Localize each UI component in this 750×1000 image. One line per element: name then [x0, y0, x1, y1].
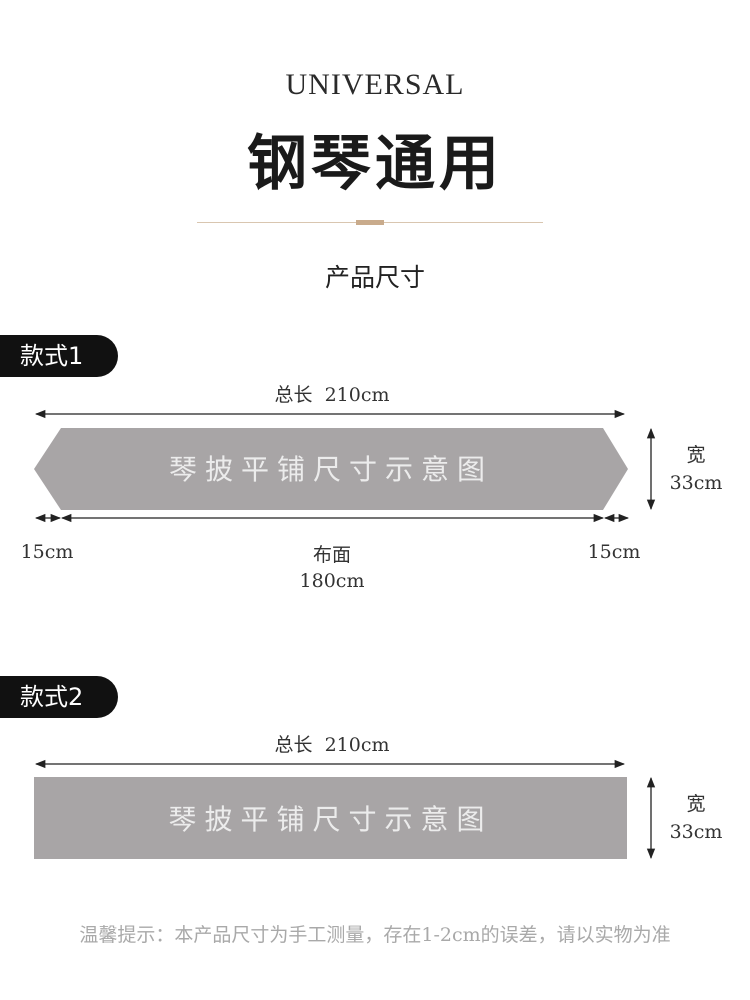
style2-width-label: 宽 — [686, 793, 706, 815]
style1-total-value: 210cm — [324, 384, 390, 406]
style1-center-value: 180cm — [299, 570, 365, 592]
style2-width-value: 33cm — [669, 821, 723, 843]
style2-total-value: 210cm — [324, 734, 390, 756]
style2-runner-shape — [34, 777, 627, 859]
style1-left-tip-value: 15cm — [20, 541, 74, 563]
style1-total-label: 总长 — [274, 384, 313, 406]
style2-total-length: 总长 210cm — [274, 730, 389, 757]
style1-width-value: 33cm — [669, 472, 723, 494]
style1-tag: 款式1 — [0, 335, 118, 377]
style1-total-length: 总长 210cm — [274, 380, 389, 407]
footer-note: 温馨提示：本产品尺寸为手工测量，存在1-2cm的误差，请以实物为准 — [79, 924, 671, 946]
style1-runner-shape — [34, 428, 628, 510]
style1-center-label: 布面 — [312, 544, 352, 566]
style1-runner-text: 琴披平铺尺寸示意图 — [168, 453, 493, 486]
style2-runner-text: 琴披平铺尺寸示意图 — [168, 803, 493, 836]
style2-tag: 款式2 — [0, 676, 118, 718]
title-english: UNIVERSAL — [285, 68, 465, 101]
section-title: 产品尺寸 — [324, 263, 425, 292]
style1-width-label: 宽 — [686, 444, 706, 466]
style1-right-tip-value: 15cm — [587, 541, 641, 563]
title-chinese: 钢琴通用 — [247, 129, 503, 199]
style2-total-label: 总长 — [274, 734, 313, 756]
header-divider-accent — [356, 220, 384, 225]
